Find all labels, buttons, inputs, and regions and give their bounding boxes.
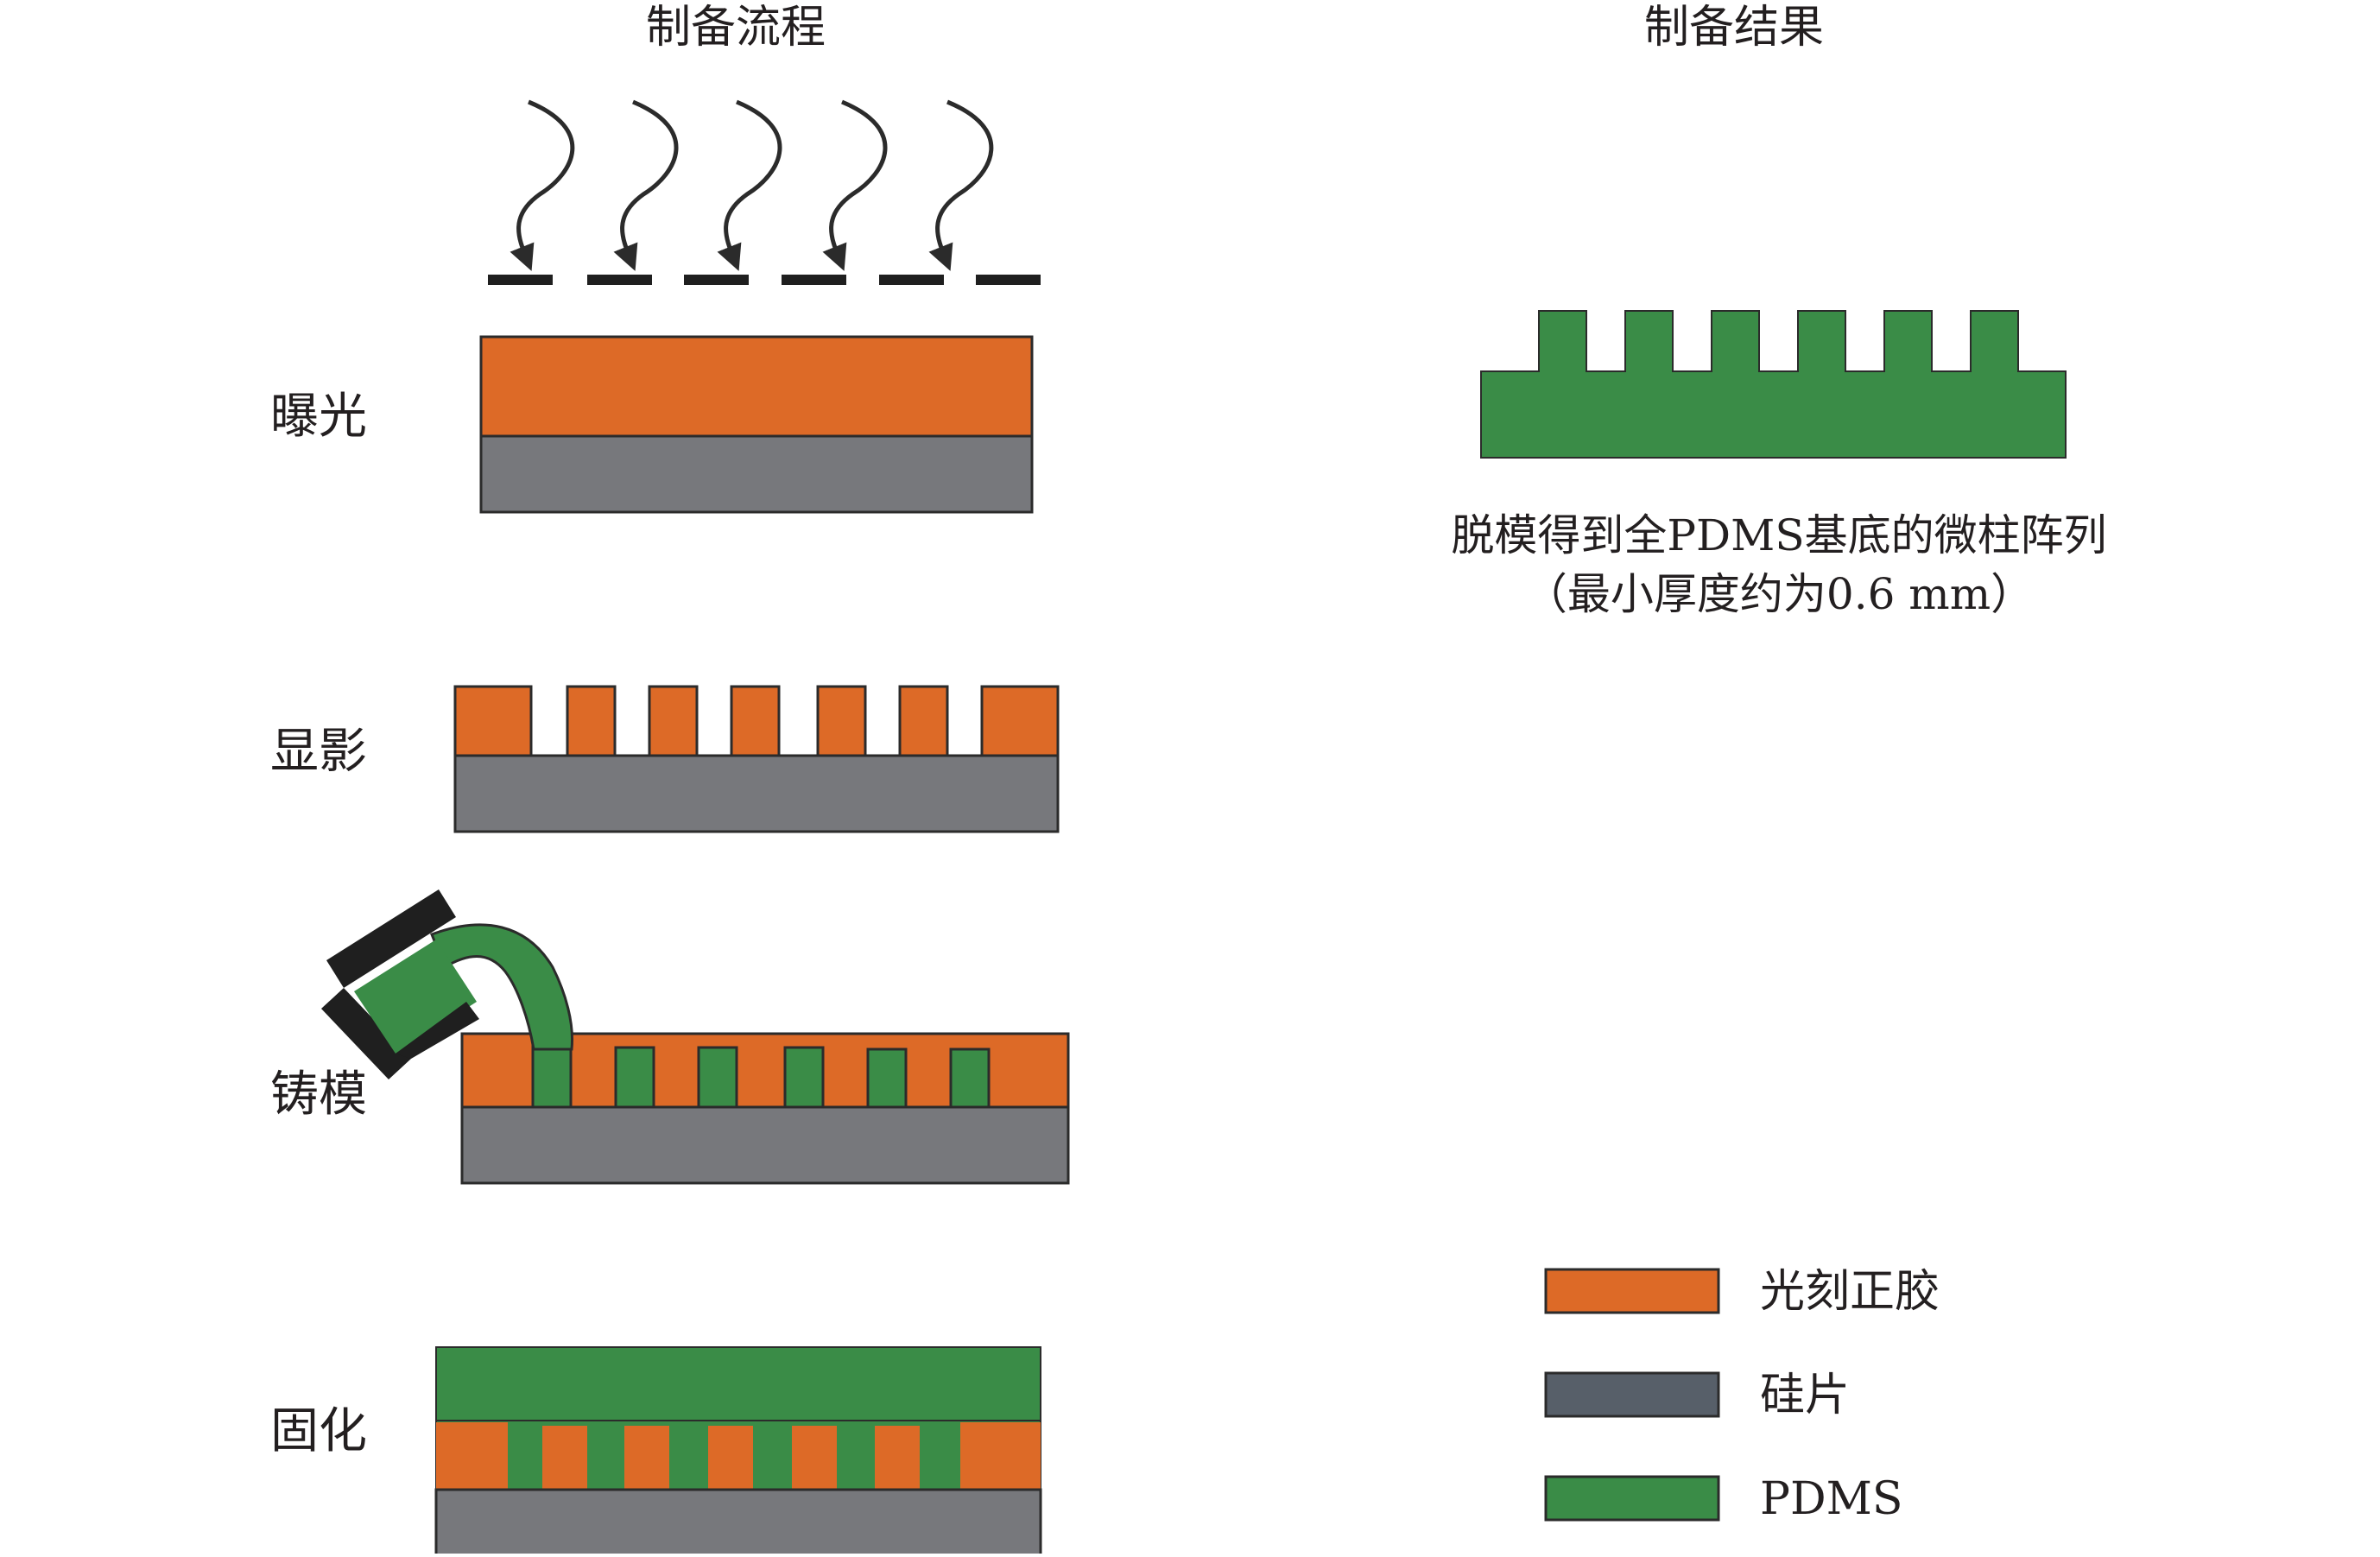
- exposure-light-arrows: [510, 99, 994, 271]
- exposure-silicon-wafer: [479, 434, 1034, 514]
- development-photoresist-pillars: [453, 685, 1060, 757]
- mask-segment: [879, 275, 944, 285]
- casting-mold: [460, 1032, 1070, 1185]
- result-column-title: 制备结果: [1643, 2, 1825, 54]
- step-label-exposure: 曝光: [270, 389, 367, 445]
- mask-segment: [488, 275, 553, 285]
- pouring-beaker-icon: [321, 889, 479, 1079]
- light-arrow-icon: [822, 99, 888, 271]
- mask-segment: [684, 275, 749, 285]
- light-arrow-icon: [510, 99, 575, 271]
- light-arrow-icon: [928, 99, 994, 271]
- mask-segment: [782, 275, 846, 285]
- step-label-development: 显影: [270, 724, 367, 780]
- legend-pdms-swatch: [1544, 1475, 1720, 1522]
- mask-segment: [976, 275, 1041, 285]
- curing-mold: [434, 1420, 1042, 1557]
- legend-label-pdms: PDMS: [1760, 1473, 1903, 1525]
- result-caption-line1: 脱模得到全PDMS基底的微柱阵列: [1451, 510, 2107, 560]
- legend-label-wafer: 硅片: [1760, 1370, 1851, 1421]
- step-label-curing: 固化: [270, 1403, 367, 1459]
- result-pdms-micropillar-array: [1480, 310, 2067, 459]
- pdms-pouring-stream: [430, 923, 574, 1051]
- process-column-title: 制备流程: [645, 2, 826, 54]
- step-label-casting: 铸模: [270, 1066, 367, 1123]
- mask-segment: [587, 275, 652, 285]
- result-caption-line2: （最小厚度约为0.6 mm）: [1523, 569, 2035, 619]
- light-arrow-icon: [613, 99, 679, 271]
- exposure-photoresist-layer: [479, 335, 1034, 438]
- photomask: [488, 275, 1041, 285]
- legend-photoresist-swatch: [1544, 1268, 1720, 1314]
- curing-pdms-layer: [435, 1346, 1041, 1421]
- development-silicon-wafer: [453, 754, 1060, 833]
- legend-wafer-swatch: [1544, 1371, 1720, 1418]
- legend-label-photoresist: 光刻正胶: [1760, 1266, 1940, 1318]
- light-arrow-icon: [717, 99, 782, 271]
